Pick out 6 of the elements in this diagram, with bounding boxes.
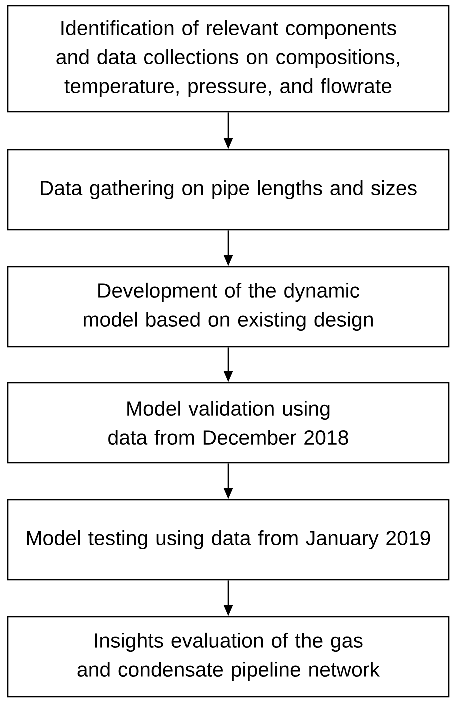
process-box: Development of the dynamic model based on existing design xyxy=(7,266,450,348)
process-box: Identification of relevant components and data collections on compositions, temperature, pressure, and flowrate xyxy=(7,5,450,113)
process-box: Model validation using data from December 2018 xyxy=(7,382,450,464)
process-box: Data gathering on pipe lengths and sizes xyxy=(7,149,450,231)
process-box: Model testing using data from January 2019 xyxy=(7,499,450,581)
process-box: Insights evaluation of the gas and condensate pipeline network xyxy=(7,616,450,698)
